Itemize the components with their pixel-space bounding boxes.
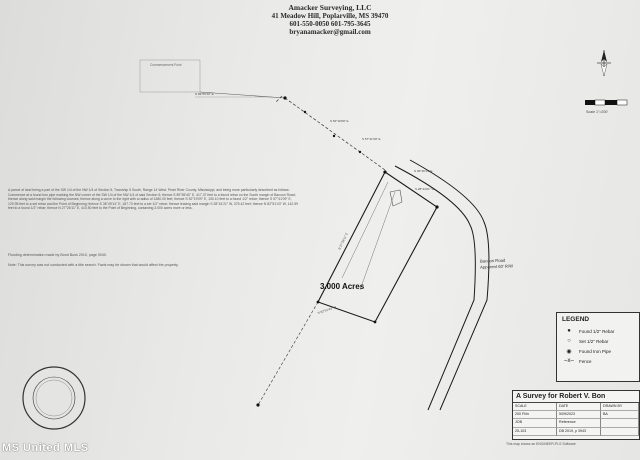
road-row-width: Apparent 60' R/W [480,263,514,270]
commencement-note [139,59,286,99]
mls-watermark: MS United MLS [2,442,89,454]
set-rebar-icon: ○ [567,338,571,344]
title-cell [601,419,639,428]
company-address: 41 Meadow Hill, Poplarville, MS 39470 [271,12,389,20]
parcel-boundary [317,171,438,323]
acreage-label: 3.000 Acres [320,282,365,291]
legend-item: ○ Set 1/2" Rebar [557,336,639,346]
tie-line [274,95,386,171]
bearing-label: S 52°19'09" E [330,119,349,123]
title-cell: 25-103 [513,427,557,436]
bearing-label: S 36°49'14" E [414,169,433,173]
legend-box: LEGEND ● Found 1/2" Rebar ○ Set 1/2" Reb… [556,312,640,382]
legal-description: A parcel of land being a part of the SW … [8,188,298,211]
bearing-label: S 57°41'09" E [362,137,381,141]
bearing-label: N 27°26'11" E [337,232,348,250]
surveyor-header: Amacker Surveying, LLC 41 Meadow Hill, P… [200,3,460,37]
legend-item-label: Found Iron Pipe [579,348,612,354]
survey-title: A Survey for Robert V. Bon [513,391,639,403]
title-block: A Survey for Robert V. Bon SCALE DATE DR… [512,390,640,440]
legend-item-label: Found 1/2" Rebar [579,328,615,334]
legend-item-label: Set 1/2" Rebar [579,338,609,344]
footer-note: This map shows an ENGINEER-PLS Software [506,442,576,446]
title-cell: SCALE [513,403,557,412]
fence-icon: –x– [564,358,574,364]
title-block-grid: SCALE DATE DRAWN BY 200 Ft/in 5/09/2023 … [513,403,639,436]
title-cell [601,427,639,436]
north-arrow-icon [595,48,613,83]
bearing-label: S 28°44'21" W [415,187,435,191]
title-cell: JOB [513,419,557,428]
surveyor-seal [22,366,86,430]
bearing-label: N 82°51'43" W [317,305,337,315]
legend-item: ● Found 1/2" Rebar [557,326,639,336]
title-cell: 200 Ft/in [513,411,557,420]
scale-label: Scale 1"=200' [586,110,609,114]
title-cell: BA [601,411,639,420]
company-name: Amacker Surveying, LLC [288,3,372,12]
legend-item: ◉ Found Iron Pipe [557,346,639,356]
monument-markers [256,96,439,407]
legend-item-label: Fence [579,358,592,364]
legend-title: LEGEND [562,316,590,323]
title-cell: Reference [557,419,601,428]
iron-pipe-icon: ◉ [566,348,572,355]
road-right-of-way [394,159,490,411]
company-phones: 601-550-0050 601-795-3645 [289,20,371,28]
commencement-point-label: Commencement Point [150,63,182,67]
legend-item: –x– Fence [557,356,639,366]
southwest-tie-line [257,301,319,406]
title-cell: DB 2019, p 3943 [557,427,601,436]
found-rebar-icon: ● [567,328,571,334]
survey-note: Note: This survey was not conducted with… [8,263,179,267]
title-cell: DATE [557,403,601,412]
road-label: Bacoon Road Apparent 60' R/W [480,257,513,270]
flooding-note: Flooding determination made by Bond Book… [8,253,107,257]
parcel-interior-lines [341,181,403,291]
title-cell: DRAWN BY [601,403,639,412]
company-email: bryanamacker@gmail.com [289,28,371,36]
title-cell: 5/09/2023 [557,411,601,420]
bearing-label: N 89°55'40" E [195,92,214,96]
scale-bar-icon [585,96,629,114]
